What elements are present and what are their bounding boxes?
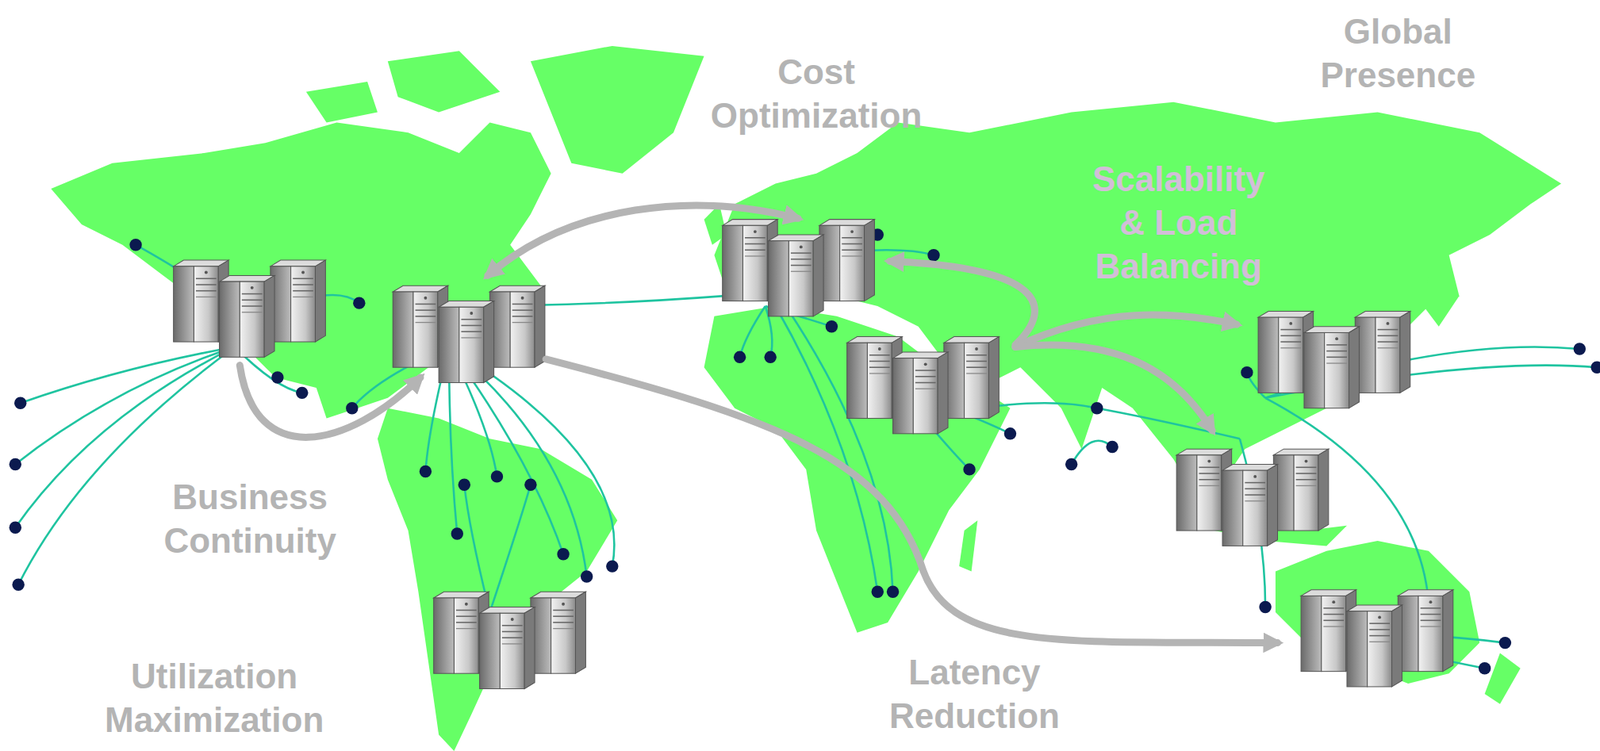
map-label: Cost Optimization [697,49,936,138]
map-graphic [14,397,27,410]
map-graphic [50,122,551,419]
map-graphic [239,365,421,438]
map-graphic [11,579,24,591]
map-label: Global Presence [1294,9,1501,97]
map-graphic [1499,636,1512,649]
map-graphic [545,359,1278,644]
map-graphic [606,560,618,572]
map-graphic [1105,441,1118,453]
map-graphic [927,249,940,261]
map-graphic [763,351,776,364]
map-graphic [1097,408,1240,440]
map-graphic [847,337,1000,434]
continents [50,46,1562,751]
map-graphic [129,238,142,251]
map-graphic [9,458,22,471]
map-label: Utilization Maximization [95,654,334,742]
map-graphic [1258,601,1271,614]
map-graphic [530,46,705,174]
map-graphic [890,260,1036,346]
map-graphic [1015,345,1213,431]
map-graphic [433,591,587,689]
server-clusters [173,219,1454,690]
map-label: Latency Reduction [867,650,1082,738]
map-graphic [580,570,593,583]
map-graphic [491,470,503,483]
map-graphic [704,306,1011,634]
map-graphic [1065,458,1078,471]
map-graphic [1423,255,1459,327]
map-graphic [489,484,530,613]
map-graphic [20,346,235,403]
map-graphic [387,50,500,112]
map-graphic [1478,662,1491,675]
map-graphic [1004,427,1017,440]
map-graphic [740,306,766,357]
map-graphic [556,548,569,561]
map-graphic [345,402,358,415]
map-graphic [1590,360,1600,373]
map-label: Scalability & Load Balancing [1083,157,1274,288]
map-graphic [419,465,432,478]
map-graphic [1258,310,1411,408]
map-graphic [722,219,875,317]
map-graphic [825,320,838,333]
map-graphic [487,205,799,276]
map-graphic [9,521,22,534]
map-graphic [377,408,618,751]
map-graphic [1176,448,1329,546]
map-graphic [1300,590,1454,687]
map-graphic [352,296,365,309]
map-graphic [173,260,327,357]
map-graphic [959,520,978,572]
map-graphic [458,478,471,491]
map-graphic [271,371,284,384]
map-graphic [392,285,545,383]
map-graphic [733,351,746,364]
map-graphic [1573,342,1586,355]
map-graphic [871,586,884,599]
map-graphic [306,81,378,123]
map-label: Business Continuity [154,475,346,563]
map-graphic [524,478,537,491]
map-graphic [1090,402,1103,415]
map-graphic [1071,441,1113,465]
map-graphic [886,586,899,599]
map-graphic [451,527,464,540]
map-graphic [1484,652,1521,704]
map-graphic [295,387,308,400]
map-graphic [1240,366,1253,379]
map-graphic [963,463,975,476]
